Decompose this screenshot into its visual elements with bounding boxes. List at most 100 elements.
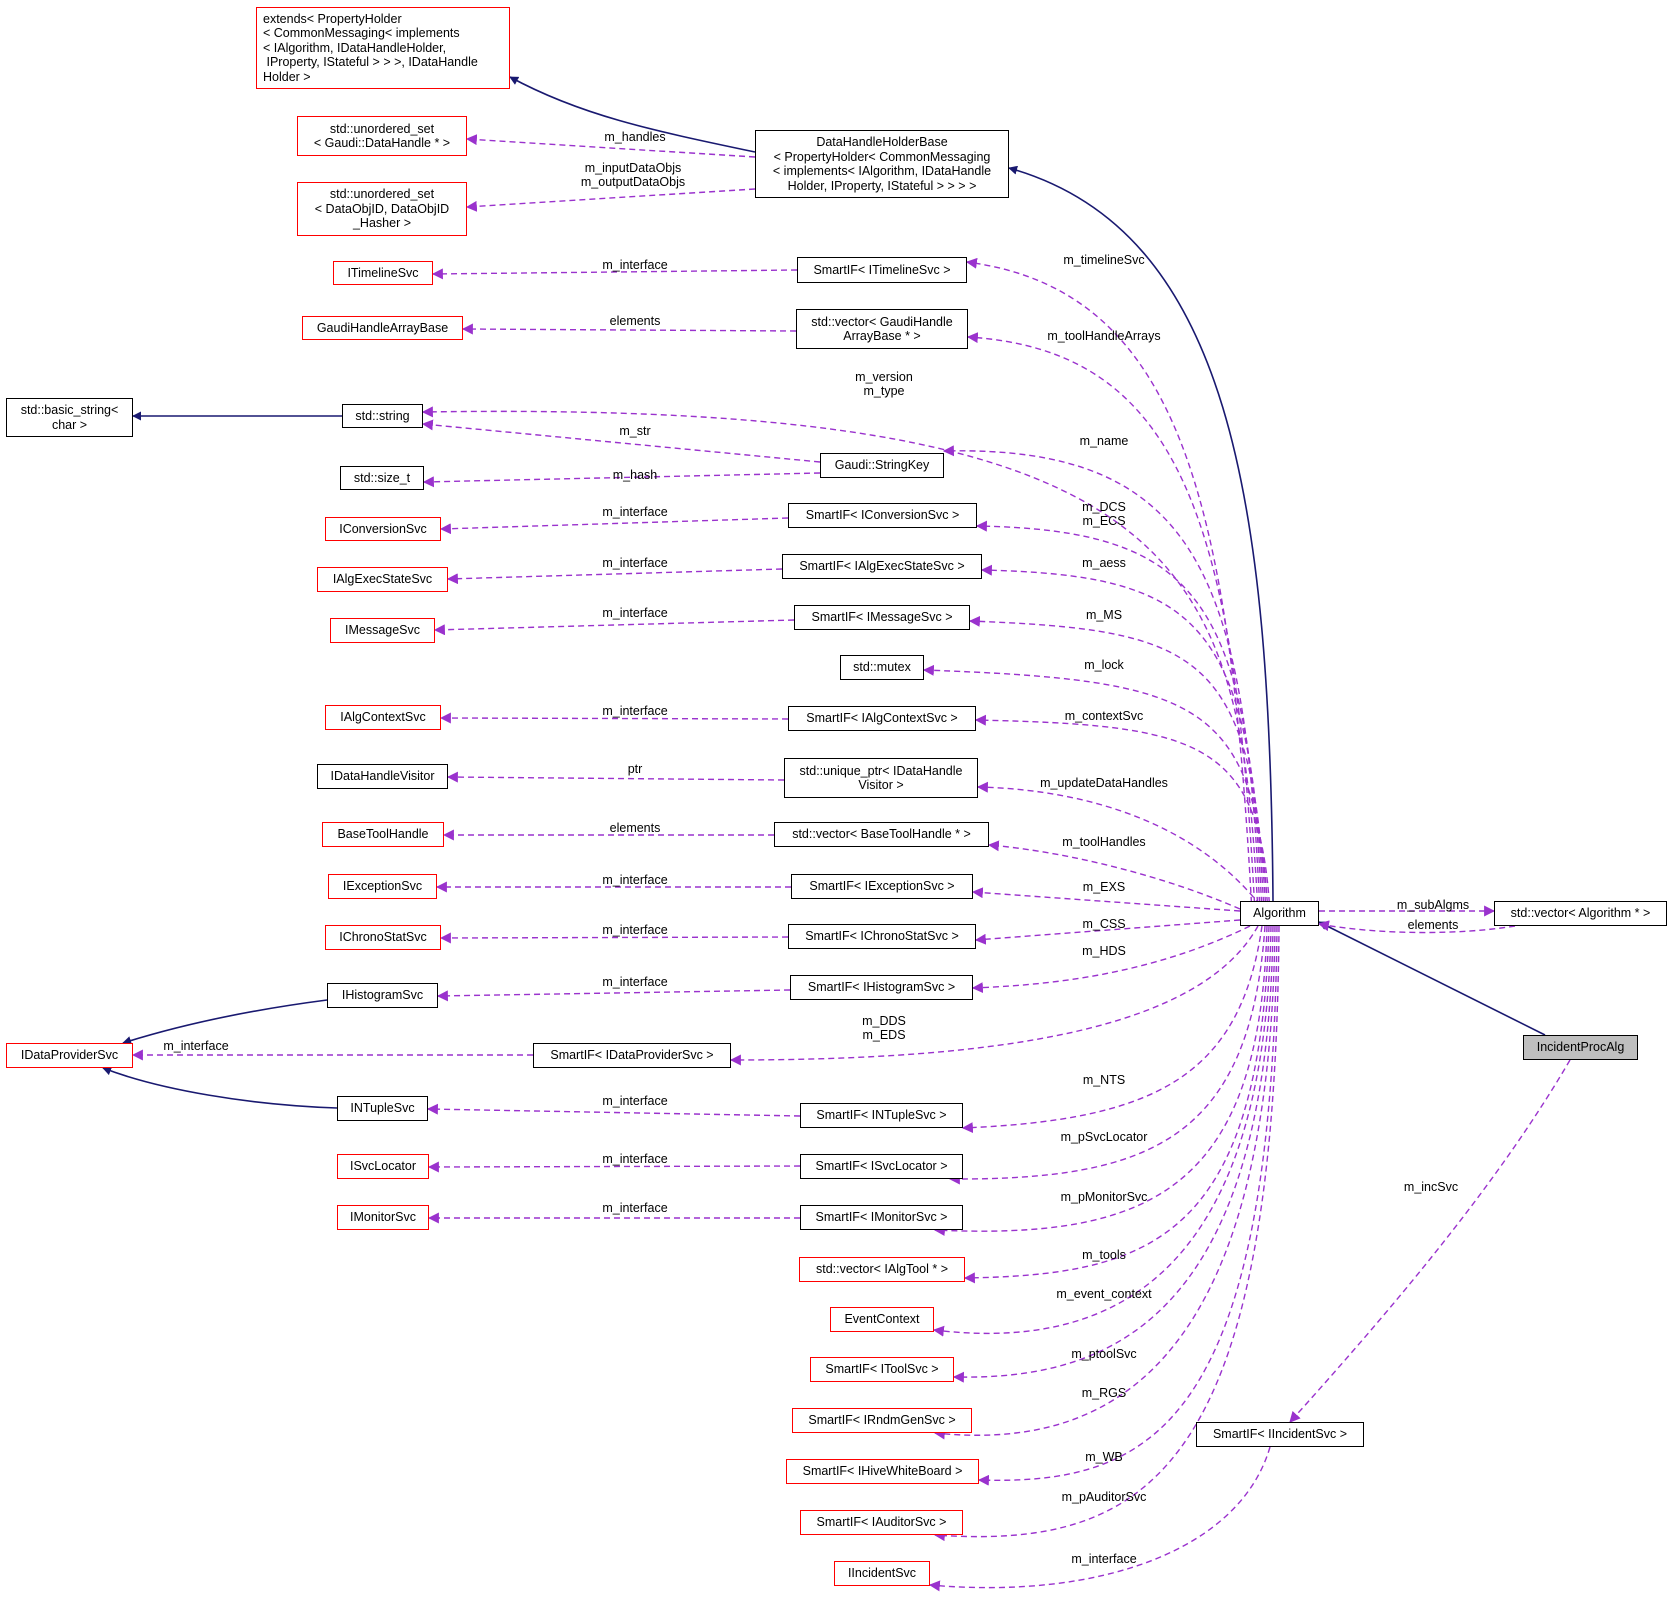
edge-label-elements-algorithm: elements — [1407, 918, 1459, 932]
edge-label-m-str: m_str — [619, 424, 651, 438]
node-smartif-ialgcontextsvc[interactable]: SmartIF< IAlgContextSvc > — [788, 706, 976, 731]
edge-use-alg-wb — [977, 925, 1278, 1486]
edge-label-elements-gaudihandle: elements — [609, 314, 661, 328]
node-smartif-ichronostatsvc[interactable]: SmartIF< IChronoStatSvc > — [788, 924, 976, 949]
edge-use-smartif-context — [439, 712, 789, 724]
edge-use-alg-hds — [971, 925, 1251, 994]
edge-label-m-input-output-dataobjs: m_inputDataObjs m_outputDataObjs — [580, 161, 686, 189]
edge-use-alg-psvclocator — [948, 925, 1266, 1185]
edge-label-m-name: m_name — [1079, 434, 1129, 448]
edge-use-smartif-chrono — [439, 932, 789, 944]
edge-use-incidentprocalg-incsvc — [1289, 1059, 1571, 1423]
edge-use-alg-tools — [963, 925, 1270, 1284]
node-smartif-iconversionsvc[interactable]: SmartIF< IConversionSvc > — [788, 503, 977, 528]
node-unique-ptr-idatahandlevisitor[interactable]: std::unique_ptr< IDataHandle Visitor > — [784, 758, 978, 798]
node-ihistogramsvc[interactable]: IHistogramSvc — [327, 983, 438, 1008]
edge-use-alg-contextsvc — [974, 714, 1271, 914]
node-gaudi-stringkey[interactable]: Gaudi::StringKey — [820, 453, 944, 478]
node-eventcontext: EventContext — [830, 1307, 934, 1332]
node-smartif-ihistogramsvc[interactable]: SmartIF< IHistogramSvc > — [790, 975, 973, 1000]
node-smartif-iincidentsvc[interactable]: SmartIF< IIncidentSvc > — [1196, 1422, 1364, 1447]
node-intuplesvc[interactable]: INTupleSvc — [337, 1096, 428, 1121]
node-unordered-set-datahandle: std::unordered_set < Gaudi::DataHandle *… — [297, 116, 467, 156]
edge-use-alg-toolhandles — [987, 840, 1241, 910]
node-smartif-imessagesvc[interactable]: SmartIF< IMessageSvc > — [794, 605, 970, 630]
edge-use-alg-version-type — [421, 406, 1259, 914]
edge-label-m-interface-dataprovider: m_interface — [163, 1039, 229, 1053]
node-algorithm[interactable]: Algorithm — [1240, 901, 1319, 926]
edge-label-ptr: ptr — [627, 762, 643, 776]
node-ialgexecstatesvc: IAlgExecStateSvc — [317, 567, 448, 592]
edge-label-m-pauditorsvc: m_pAuditorSvc — [1061, 1490, 1147, 1504]
edge-use-smartif-execstate — [446, 568, 783, 585]
edge-label-m-interface-monitor: m_interface — [602, 1201, 668, 1215]
node-smartif-iauditorsvc: SmartIF< IAuditorSvc > — [800, 1510, 963, 1535]
edge-use-stringkey-hash — [422, 472, 821, 488]
node-smartif-irndmgensvc: SmartIF< IRndmGenSvc > — [792, 1408, 972, 1433]
edge-use-unique-ptr-visitor — [446, 771, 785, 783]
node-smartif-itimelinesvc[interactable]: SmartIF< ITimelineSvc > — [797, 257, 967, 283]
edge-label-m-interface-execstate: m_interface — [602, 556, 668, 570]
node-smartif-ialgexecstatesvc[interactable]: SmartIF< IAlgExecStateSvc > — [782, 554, 982, 579]
edge-label-m-rgs: m_RGS — [1081, 1386, 1127, 1400]
edge-label-m-aess: m_aess — [1082, 556, 1126, 570]
edge-use-dhhb-handles — [465, 134, 756, 158]
node-basic-string[interactable]: std::basic_string< char > — [6, 398, 133, 437]
edge-label-elements-basetoolhandle: elements — [609, 821, 661, 835]
node-isvclocator: ISvcLocator — [337, 1154, 429, 1179]
node-vector-basetoolhandle[interactable]: std::vector< BaseToolHandle * > — [774, 822, 989, 847]
edge-label-m-interface-histogram: m_interface — [602, 975, 668, 989]
edge-inherit-ihistogramsvc-to-idataprovidersvc — [122, 999, 328, 1045]
edge-label-m-hds: m_HDS — [1082, 944, 1126, 958]
edge-label-m-interface-chrono: m_interface — [602, 923, 668, 937]
edge-use-alg-exs — [971, 887, 1241, 912]
node-imonitorsvc: IMonitorSvc — [337, 1205, 429, 1230]
edge-inherit-incidentprocalg-to-algorithm — [1318, 921, 1546, 1036]
edge-use-smartif-ntuple — [426, 1103, 801, 1117]
edge-use-smartif-timeline — [431, 268, 798, 280]
node-std-string[interactable]: std::string — [342, 404, 423, 428]
node-incidentprocalg[interactable]: IncidentProcAlg — [1523, 1035, 1638, 1060]
edge-use-alg-css — [974, 919, 1241, 945]
edge-label-m-version-type: m_version m_type — [855, 370, 913, 398]
node-idataprovidersvc: IDataProviderSvc — [6, 1043, 133, 1068]
edge-label-m-psvclocator: m_pSvcLocator — [1060, 1130, 1148, 1144]
edge-use-alg-aess — [980, 564, 1265, 914]
node-ichronostatsvc: IChronoStatSvc — [325, 925, 441, 950]
node-smartif-isvclocator[interactable]: SmartIF< ISvcLocator > — [800, 1154, 963, 1179]
edge-label-m-ptoolsvc: m_ptoolSvc — [1071, 1347, 1137, 1361]
edge-use-alg-event-context — [932, 925, 1272, 1337]
edge-use-smartif-histogram — [436, 989, 791, 1002]
edge-inherit-dhhb-to-extends — [509, 76, 756, 153]
edge-label-m-updatedatahandles: m_updateDataHandles — [1040, 776, 1168, 790]
edge-label-m-handles: m_handles — [604, 130, 666, 144]
node-iincidentsvc: IIncidentSvc — [834, 1561, 930, 1586]
edge-use-smartif-message — [433, 619, 795, 636]
edge-label-m-subalgms: m_subAlgms — [1396, 898, 1470, 912]
edge-label-m-dds-eds: m_DDS m_EDS — [862, 1014, 906, 1042]
edge-label-m-exs: m_EXS — [1082, 880, 1126, 894]
edge-label-m-hash: m_hash — [612, 468, 658, 482]
node-vector-ialgtool: std::vector< IAlgTool * > — [799, 1257, 965, 1282]
node-vector-gaudihandlearraybase[interactable]: std::vector< GaudiHandle ArrayBase * > — [796, 309, 968, 349]
node-gaudihandlearraybase: GaudiHandleArrayBase — [302, 316, 463, 340]
node-smartif-intuplesvc[interactable]: SmartIF< INTupleSvc > — [800, 1103, 963, 1128]
edge-use-vector-algorithm-elements — [1317, 920, 1516, 934]
edge-inherit-algorithm-to-dhhb — [1008, 165, 1274, 902]
edge-label-m-interface-svclocator: m_interface — [602, 1152, 668, 1166]
edge-label-m-incsvc: m_incSvc — [1403, 1180, 1459, 1194]
node-smartif-imonitorsvc[interactable]: SmartIF< IMonitorSvc > — [800, 1205, 963, 1230]
node-unordered-set-dataobjid: std::unordered_set < DataObjID, DataObjI… — [297, 182, 467, 236]
node-idatahandlevisitor[interactable]: IDataHandleVisitor — [317, 764, 448, 789]
node-std-size-t[interactable]: std::size_t — [340, 466, 424, 490]
node-smartif-idataprovidersvc[interactable]: SmartIF< IDataProviderSvc > — [533, 1043, 731, 1068]
edge-use-alg-dds-eds — [729, 925, 1259, 1066]
edge-label-m-ms: m_MS — [1085, 608, 1123, 622]
node-datahandleholderbase[interactable]: DataHandleHolderBase < PropertyHolder< C… — [755, 130, 1009, 198]
edge-label-m-interface-exception: m_interface — [602, 873, 668, 887]
edge-use-vector-gaudihandle — [461, 323, 797, 335]
node-smartif-iexceptionsvc[interactable]: SmartIF< IExceptionSvc > — [791, 874, 973, 899]
node-vector-algorithm[interactable]: std::vector< Algorithm * > — [1494, 901, 1667, 926]
node-std-mutex[interactable]: std::mutex — [840, 655, 924, 680]
